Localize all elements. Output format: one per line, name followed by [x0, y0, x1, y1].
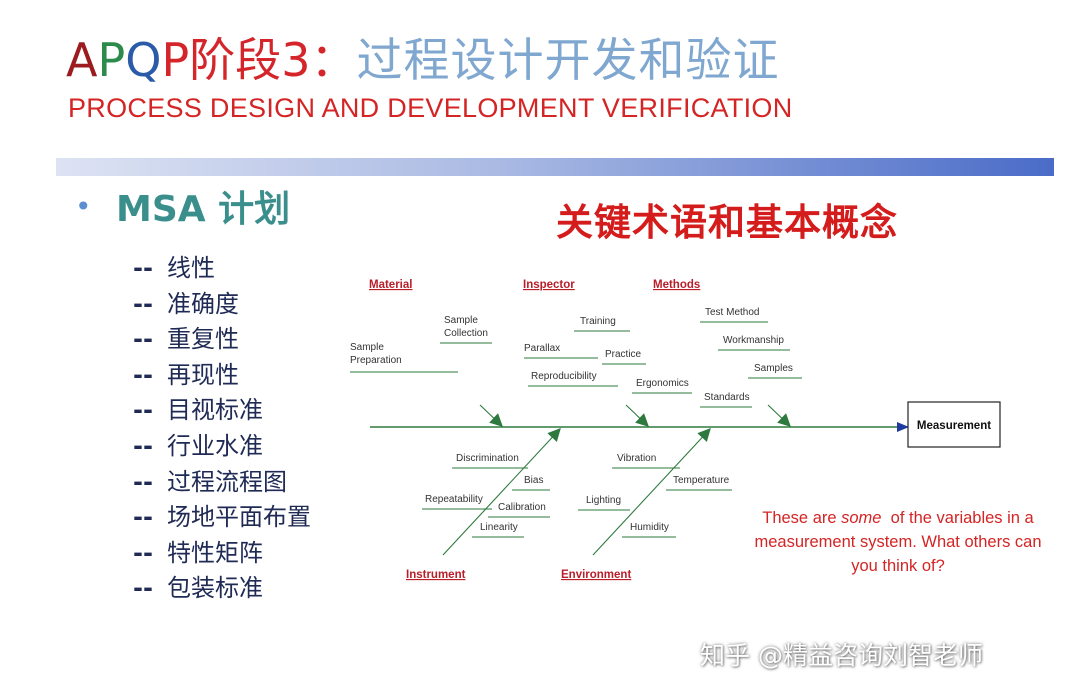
dash-marker: --: [133, 467, 153, 496]
cause-reproducibility: Reproducibility: [531, 371, 597, 382]
cause-calibration: Calibration: [498, 502, 546, 513]
question-emphasis: some: [841, 509, 882, 527]
cause-repeatability: Repeatability: [425, 494, 483, 505]
cause-test-method: Test Method: [705, 307, 759, 318]
list-item-label: 特性矩阵: [167, 538, 263, 567]
category-environment: Environment: [561, 569, 631, 581]
cause-humidity: Humidity: [630, 522, 669, 533]
list-item-label: 再现性: [167, 360, 239, 389]
cause-workmanship: Workmanship: [723, 335, 784, 346]
dash-marker: --: [133, 254, 153, 282]
list-item-label: 目视标准: [167, 396, 263, 425]
question-text: These are some of the variables in a mea…: [728, 506, 1068, 578]
dash-marker: --: [133, 503, 153, 532]
cause-bias: Bias: [524, 475, 543, 486]
list-item: -- 目视标准: [133, 390, 311, 426]
question-part: These are: [762, 509, 842, 527]
title-letter-a: A: [66, 33, 98, 87]
instrument-bone: [442, 428, 561, 556]
cause-sample-collection-2: Collection: [444, 328, 488, 339]
cause-samples: Samples: [754, 363, 793, 374]
methods-bone: [767, 404, 791, 427]
category-instrument: Instrument: [406, 569, 466, 581]
cause-discrimination: Discrimination: [456, 453, 519, 464]
list-item: -- 包装标准: [133, 568, 311, 604]
cause-linearity: Linearity: [480, 522, 518, 533]
list-item-label: 准确度: [167, 289, 239, 318]
environment-bone: [592, 428, 711, 556]
cause-practice: Practice: [605, 349, 642, 360]
list-item-label: 包装标准: [167, 574, 263, 603]
dash-marker: --: [133, 538, 153, 567]
category-material: Material: [369, 279, 412, 291]
list-item-label: 重复性: [167, 325, 239, 354]
inspector-bone: [625, 404, 649, 427]
dash-marker: --: [133, 289, 153, 318]
dash-marker: --: [133, 396, 153, 425]
cause-lighting: Lighting: [586, 495, 621, 506]
list-item: -- 线性: [133, 248, 311, 284]
key-terms-title: 关键术语和基本概念: [556, 200, 898, 244]
cause-temperature: Temperature: [673, 475, 730, 486]
material-bone: [479, 404, 503, 427]
effect-box: [907, 401, 1001, 448]
cause-training: Training: [580, 316, 616, 327]
category-inspector: Inspector: [523, 279, 575, 291]
dash-marker: --: [133, 325, 153, 354]
list-item: -- 行业水准: [133, 426, 311, 462]
title-letter-q: Q: [125, 33, 162, 87]
effect-label: Measurement: [917, 420, 991, 432]
list-item: -- 场地平面布置: [133, 497, 311, 533]
msa-plan-list: -- 线性 -- 准确度 -- 重复性 -- 再现性 -- 目视标准 -- 行业水准 -- 过…: [133, 248, 311, 604]
title-stage: 阶段3：: [189, 33, 357, 87]
list-item-label: 行业水准: [167, 431, 263, 460]
bullet-icon: •: [75, 190, 92, 223]
fishbone-diagram: Measurement Material Inspector Methods I…: [350, 279, 1001, 581]
title-rest: 过程设计开发和验证: [356, 33, 780, 87]
question-part: of the variables in a: [881, 509, 1034, 527]
list-item-label: 场地平面布置: [167, 503, 311, 532]
watermark: 知乎 @精益咨询刘智老师: [700, 641, 983, 670]
cause-sample-preparation-1: Sample: [350, 342, 384, 353]
page-subtitle: PROCESS DESIGN AND DEVELOPMENT VERIFICAT…: [68, 93, 793, 123]
cause-parallax: Parallax: [524, 343, 560, 354]
question-line-2: measurement system. What others can: [754, 533, 1042, 551]
dash-marker: --: [133, 574, 153, 603]
list-item: -- 特性矩阵: [133, 533, 311, 569]
cause-sample-preparation-2: Preparation: [350, 355, 402, 366]
msa-plan-heading: MSA 计划: [116, 189, 291, 230]
cause-sample-collection-1: Sample: [444, 315, 478, 326]
title-letter-p2: P: [161, 33, 190, 87]
list-item: -- 准确度: [133, 284, 311, 320]
gradient-divider: [56, 158, 1054, 176]
list-item: -- 过程流程图: [133, 462, 311, 498]
question-line-1: These are some of the variables in a: [728, 506, 1068, 530]
list-item: -- 重复性: [133, 319, 311, 355]
dash-marker: --: [133, 431, 153, 460]
cause-standards: Standards: [704, 392, 750, 403]
list-item-label: 线性: [167, 254, 215, 282]
list-item: -- 再现性: [133, 355, 311, 391]
question-line-3: you think of?: [851, 557, 945, 575]
cause-ergonomics: Ergonomics: [636, 378, 689, 389]
page-title: APQP阶段3：过程设计开发和验证: [66, 30, 779, 90]
title-letter-p: P: [97, 33, 126, 87]
cause-vibration: Vibration: [617, 453, 656, 464]
list-item-label: 过程流程图: [167, 467, 287, 496]
dash-marker: --: [133, 360, 153, 389]
category-methods: Methods: [653, 279, 700, 291]
